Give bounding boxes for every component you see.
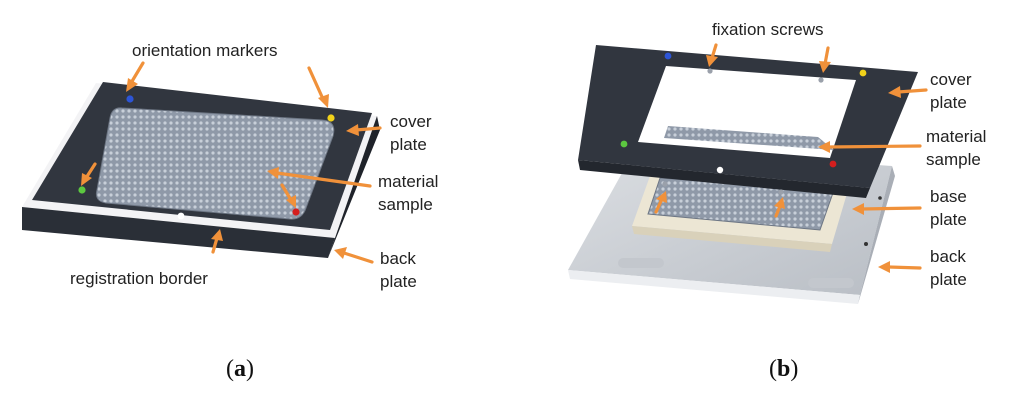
a-label-material-sample-1: material	[378, 172, 438, 191]
a-back-plate-front	[22, 207, 335, 258]
b-marker-yellow	[859, 69, 867, 77]
panel-b-caption-close: )	[790, 356, 798, 382]
b-arrow-screw-bottom-right	[774, 197, 785, 218]
panel-b-caption-letter: b	[777, 356, 790, 382]
a-label-orientation-markers: orientation markers	[132, 41, 278, 60]
b-arrow-base-plate	[852, 203, 922, 215]
b-label-cover-plate-1: cover	[930, 70, 972, 89]
a-marker-yellow	[327, 114, 335, 122]
a-label-cover-plate-2: plate	[390, 135, 427, 154]
b-back-plate-hole-2	[878, 196, 882, 200]
a-arrow-orientation-blue	[126, 61, 145, 92]
b-back-plate-side	[858, 166, 895, 304]
b-arrow-back-plate	[878, 261, 922, 273]
b-marker-white	[716, 166, 724, 174]
b-screw-bottom-right	[778, 189, 784, 195]
b-label-back-plate-1: back	[930, 247, 966, 266]
a-arrow-registration-border	[211, 229, 223, 254]
b-label-material-sample-2: sample	[926, 150, 981, 169]
a-marker-blue	[126, 95, 134, 103]
a-back-plate-side	[328, 116, 380, 258]
b-back-plate-slot-left	[618, 258, 664, 268]
b-arrow-fixation-screw-right	[819, 46, 831, 73]
b-screw-top-right	[818, 77, 824, 83]
b-marker-red	[829, 160, 837, 168]
a-material-sample	[95, 107, 335, 220]
panel-a-arrows	[81, 61, 382, 264]
a-marker-red	[292, 208, 300, 216]
panel-b-arrows	[654, 43, 928, 273]
a-marker-white	[177, 212, 185, 220]
b-screw-top-left	[707, 68, 713, 74]
b-label-cover-plate-2: plate	[930, 93, 967, 112]
panel-b: fixation screws cover plate material sam…	[568, 20, 986, 382]
panel-a-holder-photo	[22, 82, 380, 258]
b-base-plate-edge	[632, 226, 832, 252]
panel-b-caption: (b)	[769, 356, 798, 382]
a-marker-green	[78, 186, 86, 194]
a-arrow-marker-red	[280, 183, 296, 208]
b-cover-plate-front	[578, 160, 870, 198]
panel-a-caption: (a)	[226, 356, 254, 382]
a-label-back-plate-1: back	[380, 249, 416, 268]
panel-a: orientation markers cover plate material…	[22, 41, 438, 382]
a-arrow-marker-green	[81, 162, 97, 186]
b-sample-through-window	[664, 126, 834, 150]
a-arrow-material-sample	[267, 167, 372, 188]
panel-a-caption-letter: a	[234, 356, 246, 382]
b-back-plate-front	[568, 270, 860, 304]
b-screw-bottom-left	[662, 181, 668, 187]
panel-b-holder-photo	[568, 45, 918, 304]
a-label-material-sample-2: sample	[378, 195, 433, 214]
b-arrow-screw-bottom-left	[654, 191, 667, 214]
b-back-plate-slot-right	[808, 278, 854, 288]
a-arrow-cover-plate	[346, 124, 382, 136]
b-back-plate-hole-1	[864, 242, 868, 246]
b-marker-green	[620, 140, 628, 148]
a-label-registration-border: registration border	[70, 269, 208, 288]
b-arrow-fixation-screw-left	[706, 43, 718, 67]
b-cover-plate	[578, 45, 918, 188]
panel-b-caption-open: (	[769, 356, 777, 382]
b-label-base-plate-2: plate	[930, 210, 967, 229]
b-label-back-plate-2: plate	[930, 270, 967, 289]
b-label-material-sample-1: material	[926, 127, 986, 146]
panel-a-caption-open: (	[226, 356, 234, 382]
b-label-base-plate-1: base	[930, 187, 967, 206]
b-marker-blue	[664, 52, 672, 60]
a-label-cover-plate-1: cover	[390, 112, 432, 131]
b-label-fixation-screws: fixation screws	[712, 20, 823, 39]
a-arrow-orientation-yellow	[307, 66, 329, 108]
a-label-back-plate-2: plate	[380, 272, 417, 291]
a-arrow-back-plate	[334, 247, 374, 264]
b-arrow-material-sample	[818, 141, 922, 153]
b-arrow-cover-plate	[888, 86, 928, 98]
panel-a-caption-close: )	[246, 356, 254, 382]
